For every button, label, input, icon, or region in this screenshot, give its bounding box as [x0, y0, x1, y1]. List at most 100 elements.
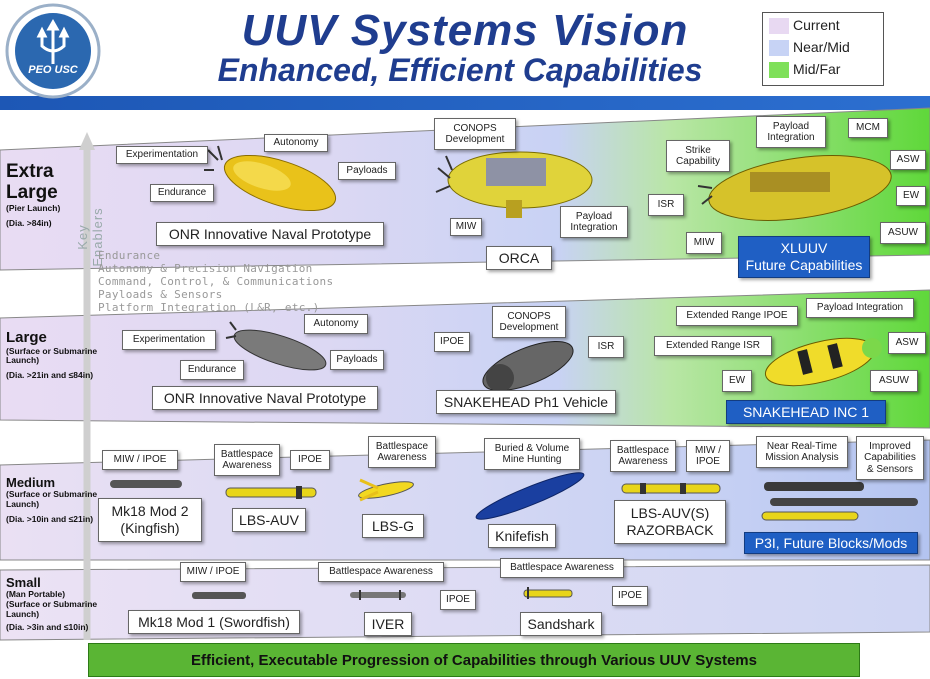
xl-strike-capability-box: Strike Capability [666, 140, 730, 172]
row-sub: (Surface or Submarine Launch) [6, 345, 98, 366]
enabler-item: Platform Integration (L&R, etc.) [98, 300, 320, 314]
lbs-g-label: LBS-G [362, 514, 424, 538]
sm-battlespace2-box: Battlespace Awareness [500, 558, 624, 578]
row-label-small: Small (Man Portable) (Surface or Submari… [6, 575, 98, 632]
sm-ipoe2-box: IPOE [612, 586, 648, 606]
lg-ext-isr-box: Extended Range ISR [654, 336, 772, 356]
xl-miw2-box: MIW [686, 232, 722, 254]
md-improved-capabilities-box: Improved Capabilities & Sensors [856, 436, 924, 480]
xl-payload-integration-box: Payload Integration [560, 206, 628, 238]
lg-onr-prototype-label: ONR Innovative Naval Prototype [152, 386, 378, 410]
logo-text: PEO USC [28, 64, 78, 76]
mk18-mod2-label: Mk18 Mod 2 (Kingfish) [98, 498, 202, 542]
xl-ew-box: EW [896, 186, 926, 206]
lg-payload-integration-box: Payload Integration [806, 298, 914, 318]
legend-item-near-mid: Near/Mid [769, 38, 879, 58]
p3i-label: P3I, Future Blocks/Mods [744, 532, 918, 554]
xl-miw-box: MIW [450, 218, 482, 236]
key-enablers-list: Endurance Autonomy & Precision Navigatio… [98, 249, 334, 315]
row-diameter: (Dia. >21in and ≤84in) [6, 370, 94, 381]
lg-conops-box: CONOPS Development [492, 306, 566, 338]
legend-swatch-near-mid [769, 40, 789, 56]
md-battlespace3-box: Battlespace Awareness [610, 440, 676, 472]
row-title: Medium [6, 475, 56, 490]
md-battlespace2-box: Battlespace Awareness [368, 436, 436, 468]
xl-experimentation-box: Experimentation [116, 146, 208, 164]
lg-autonomy-box: Autonomy [304, 314, 368, 334]
mk18-mod1-label: Mk18 Mod 1 (Swordfish) [128, 610, 300, 634]
row-title-extra: Extra [6, 161, 54, 182]
legend-label-mid-far: Mid/Far [793, 61, 841, 77]
page-subtitle: Enhanced, Efficient Capabilities [217, 52, 703, 88]
iver-label: IVER [364, 612, 412, 636]
row-label-medium: Medium (Surface or Submarine Launch) (Di… [6, 475, 98, 524]
xluuv-label: XLUUV Future Capabilities [738, 236, 870, 278]
md-miw-ipoe-box: MIW / IPOE [102, 450, 178, 470]
lg-ipoe-box: IPOE [434, 332, 470, 352]
lg-isr-box: ISR [588, 336, 624, 358]
peo-usc-logo: PEO USC [4, 2, 102, 100]
knifefish-label: Knifefish [488, 524, 556, 548]
legend-swatch-mid-far [769, 62, 789, 78]
md-buried-mine-hunting-box: Buried & Volume Mine Hunting [484, 438, 580, 470]
row-label-extra-large: Extra Large (Pier Launch) (Dia. >84in) [6, 161, 61, 228]
legend-label-near-mid: Near/Mid [793, 39, 850, 55]
row-sub: (Man Portable) (Surface or Submarine Lau… [6, 589, 98, 619]
legend: Current Near/Mid Mid/Far [762, 12, 884, 86]
enabler-item: Autonomy & Precision Navigation [98, 261, 313, 275]
row-diameter: (Dia. >3in and ≤10in) [6, 621, 89, 632]
xl-autonomy-box: Autonomy [264, 134, 328, 152]
xl-asuw-box: ASUW [880, 222, 926, 244]
enabler-item: Command, Control, & Communications [98, 274, 334, 288]
xl-asw-box: ASW [890, 150, 926, 170]
md-miw-ipoe2-box: MIW / IPOE [686, 440, 730, 472]
lg-endurance-box: Endurance [180, 360, 244, 380]
xluuv-future: Future Capabilities [745, 257, 863, 273]
row-diameter: (Dia. >84in) [6, 217, 52, 228]
xl-onr-prototype-label: ONR Innovative Naval Prototype [156, 222, 384, 246]
page-title: UUV Systems Vision [241, 6, 689, 55]
row-sub: (Surface or Submarine Launch) [6, 489, 98, 510]
legend-swatch-current [769, 18, 789, 34]
xl-payload-integration2-box: Payload Integration [756, 116, 826, 148]
enabler-item: Endurance [98, 249, 161, 262]
sm-miw-ipoe-box: MIW / IPOE [180, 562, 246, 582]
enabler-item: Payloads & Sensors [98, 287, 223, 301]
md-battlespace1-box: Battlespace Awareness [214, 444, 280, 476]
key-enablers-arrowhead [79, 132, 95, 150]
legend-item-mid-far: Mid/Far [769, 60, 879, 80]
lg-ext-ipoe-box: Extended Range IPOE [676, 306, 798, 326]
row-title: Small [6, 575, 41, 590]
lg-payloads-box: Payloads [330, 350, 384, 370]
snakehead-ph1-label: SNAKEHEAD Ph1 Vehicle [436, 390, 616, 414]
md-ipoe-box: IPOE [290, 450, 330, 470]
xl-endurance-box: Endurance [150, 184, 214, 202]
xl-conops-box: CONOPS Development [434, 118, 516, 150]
row-diameter: (Dia. >10in and ≤21in) [6, 513, 94, 524]
xl-isr-box: ISR [648, 194, 684, 216]
razorback-label: LBS-AUV(S) RAZORBACK [614, 500, 726, 544]
lg-ew-box: EW [722, 370, 752, 392]
xl-mcm-box: MCM [848, 118, 888, 138]
row-title: Large [6, 329, 47, 346]
footer-banner: Efficient, Executable Progression of Cap… [88, 643, 860, 677]
row-sub: (Pier Launch) [6, 202, 61, 213]
sm-battlespace1-box: Battlespace Awareness [318, 562, 444, 582]
lg-experimentation-box: Experimentation [122, 330, 216, 350]
xluuv-name: XLUUV [780, 240, 828, 257]
legend-label-current: Current [793, 17, 840, 33]
sandshark-label: Sandshark [520, 612, 602, 636]
legend-item-current: Current [769, 16, 879, 36]
lg-asw-box: ASW [888, 332, 926, 354]
row-label-large: Large (Surface or Submarine Launch) (Dia… [6, 329, 98, 381]
snakehead-inc1-label: SNAKEHEAD INC 1 [726, 400, 886, 424]
header-stripe [0, 96, 930, 110]
md-near-realtime-box: Near Real-Time Mission Analysis [756, 436, 848, 468]
trident-emblem-icon [5, 3, 101, 99]
orca-label: ORCA [486, 246, 552, 270]
sm-ipoe1-box: IPOE [440, 590, 476, 610]
lg-asuw-box: ASUW [870, 370, 918, 392]
xl-payloads-box: Payloads [338, 162, 396, 180]
row-title-large: Large [6, 181, 58, 203]
lbs-auv-label: LBS-AUV [232, 508, 306, 532]
